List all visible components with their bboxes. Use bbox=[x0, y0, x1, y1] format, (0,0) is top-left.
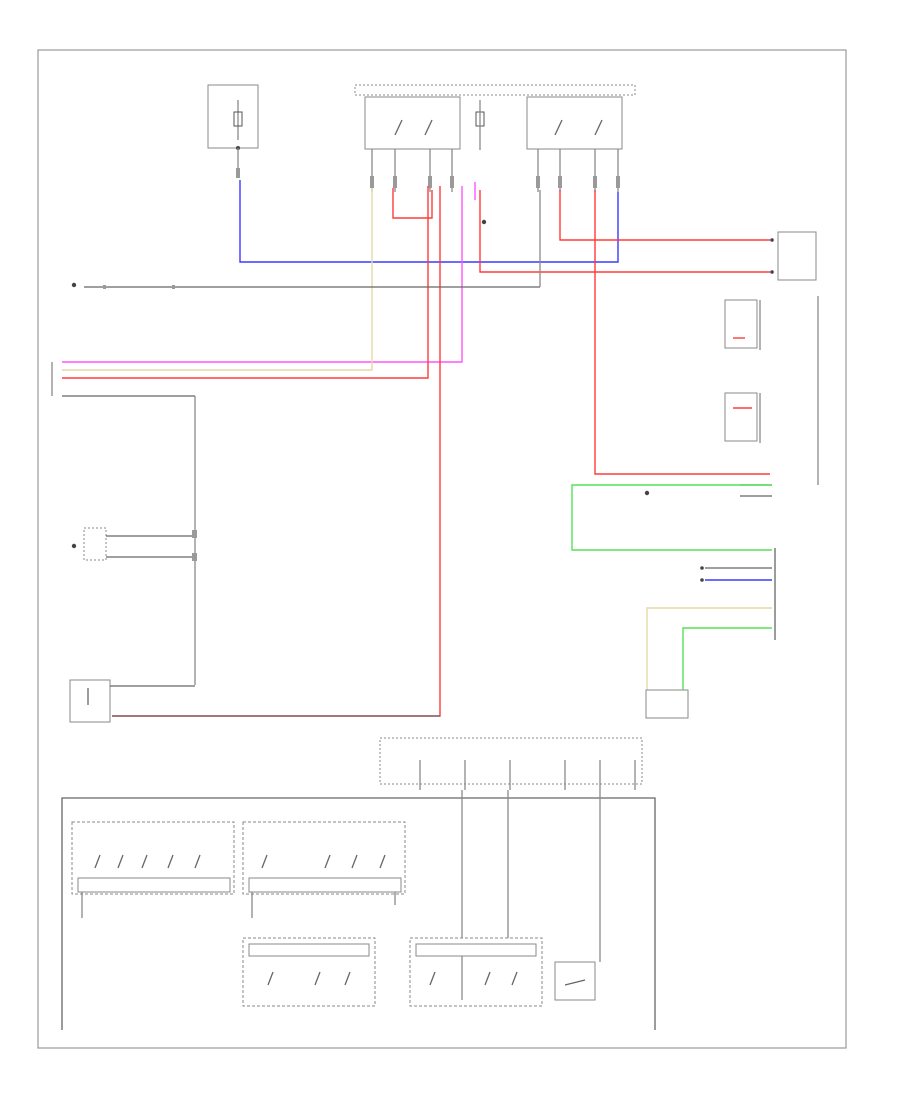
wire-red-main bbox=[112, 186, 441, 717]
switch-mid-right-1 bbox=[724, 299, 761, 350]
module-bottom-left bbox=[69, 679, 440, 723]
ground-icon bbox=[481, 219, 487, 225]
wire-red-mid bbox=[594, 190, 770, 475]
mirror-switch-5 bbox=[554, 961, 596, 1001]
switch-contact-icon bbox=[429, 971, 518, 986]
switch-block-center bbox=[354, 84, 636, 192]
wire-blue bbox=[239, 180, 619, 263]
relay-top-right bbox=[770, 231, 817, 281]
switch-mid-right-2 bbox=[724, 392, 761, 443]
wire-red-top-3 bbox=[479, 190, 770, 273]
left-connector-column bbox=[51, 362, 196, 685]
harness-frame bbox=[61, 797, 656, 1030]
diagram-frame bbox=[37, 49, 847, 1049]
wire-pink-1 bbox=[62, 186, 463, 363]
switch-contact-icon bbox=[267, 971, 351, 986]
mirror-switch-4 bbox=[409, 937, 543, 1007]
wire-red-top-1 bbox=[392, 188, 433, 219]
wire-tan bbox=[62, 188, 373, 371]
fuse-block-left bbox=[207, 84, 259, 178]
mirror-switch-2 bbox=[242, 821, 406, 918]
mirror-switch-3 bbox=[242, 937, 376, 1007]
connector-strip bbox=[379, 737, 643, 790]
switch-contact-icon bbox=[261, 854, 386, 869]
ground-left-middle bbox=[71, 527, 197, 561]
switch-contact-icon bbox=[94, 854, 201, 869]
wire-red-long bbox=[62, 186, 429, 379]
ground-left-top bbox=[71, 190, 541, 289]
right-connector-rows bbox=[571, 484, 776, 719]
mirror-switch-1 bbox=[71, 821, 235, 918]
switch-contact-icon bbox=[394, 119, 603, 136]
wire-red-top-2 bbox=[559, 190, 770, 241]
